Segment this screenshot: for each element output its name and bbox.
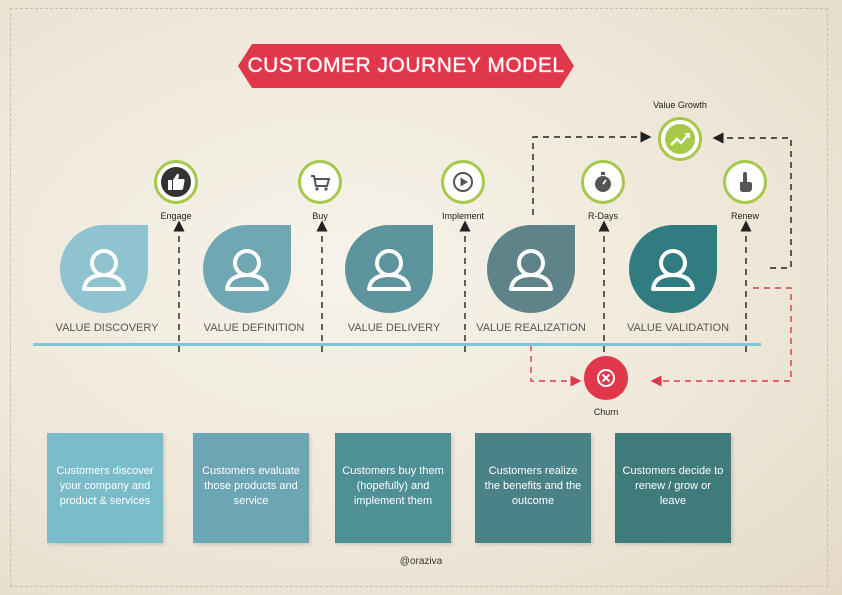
growth-arrow-icon: [665, 124, 695, 154]
value-growth-label: Value Growth: [653, 100, 707, 110]
stage-label: VALUE DELIVERY: [347, 322, 441, 334]
r-days-label: R-Days: [587, 211, 618, 221]
description-box-definition: Customers evaluate those products and se…: [193, 433, 309, 543]
description-box-delivery: Customers buy them (hopefully) and imple…: [335, 433, 451, 543]
r-days-touchpoint: [581, 160, 625, 204]
timeline-line: [33, 343, 761, 346]
description-box-realization: Customers realize the benefits and the o…: [475, 433, 591, 543]
buy-label: Buy: [312, 211, 328, 221]
value-growth-node: [658, 117, 702, 161]
cancel-icon: [591, 363, 621, 393]
stage-label: VALUE REALIZATION: [476, 322, 586, 334]
stage-value-definition: [203, 225, 291, 313]
renew-touchpoint: [723, 160, 767, 204]
title-banner: CUSTOMER JOURNEY MODEL: [238, 44, 574, 88]
engage-touchpoint: [154, 160, 198, 204]
buy-touchpoint: [298, 160, 342, 204]
author-credit: @oraziva: [399, 556, 443, 567]
page-title: CUSTOMER JOURNEY MODEL: [247, 54, 565, 77]
stage-value-discovery: [60, 225, 148, 313]
pointer-hand-icon: [730, 167, 760, 197]
thumbs-up-icon: [161, 167, 191, 197]
implement-label: Implement: [441, 211, 485, 221]
stage-value-validation: [629, 225, 717, 313]
stage-label: VALUE VALIDATION: [626, 322, 730, 334]
description-box-validation: Customers decide to renew / grow or leav…: [615, 433, 731, 543]
stage-value-delivery: [345, 225, 433, 313]
engage-label: Engage: [160, 211, 192, 221]
implement-touchpoint: [441, 160, 485, 204]
page-frame: [10, 8, 828, 587]
renew-label: Renew: [730, 211, 759, 221]
stage-label: VALUE DEFINITION: [203, 322, 305, 334]
stage-label: VALUE DISCOVERY: [55, 322, 159, 334]
shopping-cart-icon: [305, 167, 335, 197]
play-icon: [448, 167, 478, 197]
churn-label: Churn: [593, 407, 619, 417]
churn-node: [584, 356, 628, 400]
stopwatch-icon: [588, 167, 618, 197]
stage-value-realization: [487, 225, 575, 313]
description-box-discovery: Customers discover your company and prod…: [47, 433, 163, 543]
